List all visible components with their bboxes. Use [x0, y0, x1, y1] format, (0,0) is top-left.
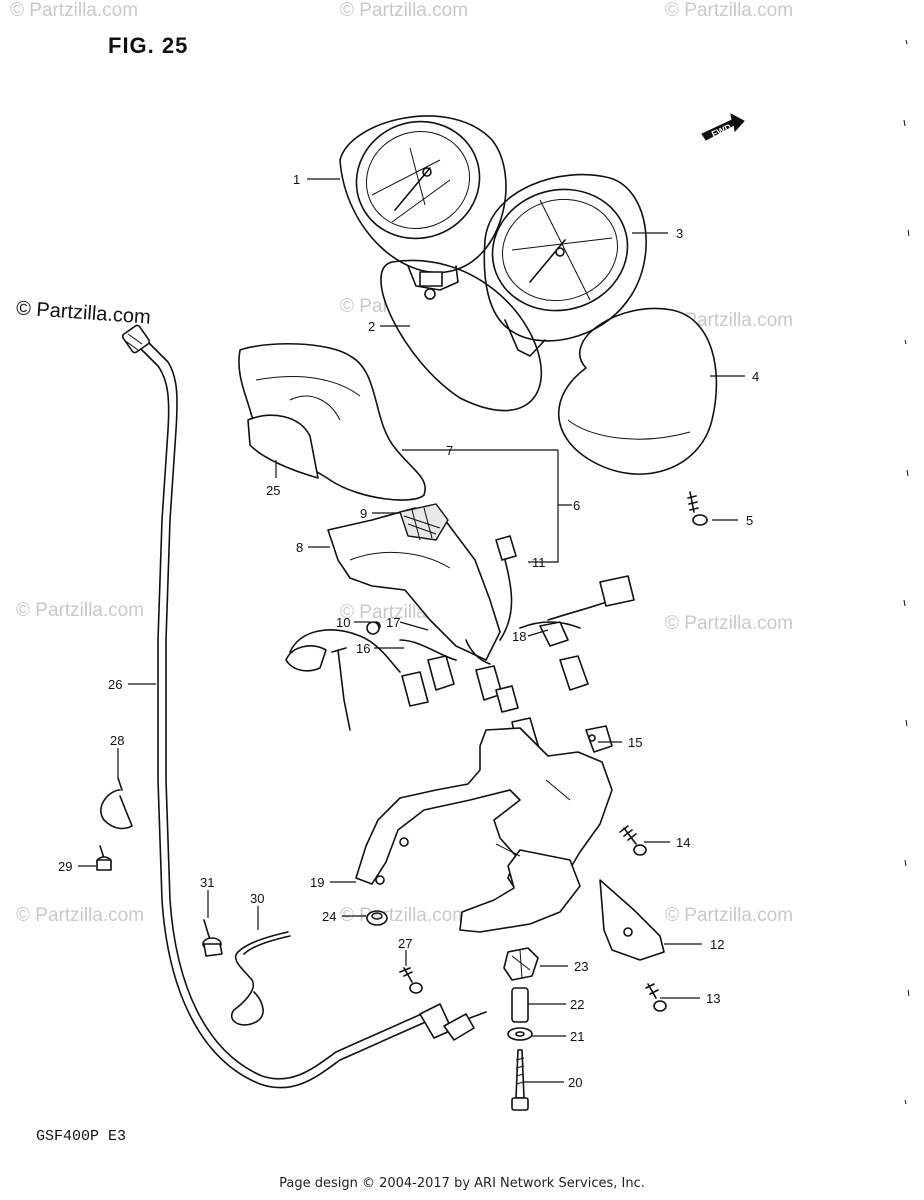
callout-3: 3 [676, 226, 683, 241]
meter-cover [238, 343, 426, 501]
callout-15: 15 [628, 735, 642, 750]
speedometer-cable [121, 324, 487, 1089]
page-footer: Page design © 2004-2017 by ARI Network S… [279, 1176, 645, 1191]
tachometer-gauge [339, 115, 543, 412]
screw-13 [645, 983, 667, 1012]
mount-hardware-stack [366, 910, 539, 1111]
screw-14 [619, 825, 647, 856]
callout-28: 28 [110, 733, 124, 748]
callout-8: 8 [296, 540, 303, 555]
callout-5: 5 [746, 513, 753, 528]
callout-22: 22 [570, 997, 584, 1012]
fwd-label: FWD [710, 122, 733, 140]
callout-13: 13 [706, 991, 720, 1006]
callout-4: 4 [752, 369, 759, 384]
wiring-harness [285, 535, 635, 759]
scan-edge-marks [903, 39, 910, 1105]
meter-bracket [355, 725, 665, 961]
callout-30: 30 [250, 891, 264, 906]
screw-5 [687, 491, 708, 526]
watermark: © Partzilla.com [16, 600, 145, 621]
callout-20: 20 [568, 1075, 582, 1090]
callout-23: 23 [574, 959, 588, 974]
speedometer-gauge [483, 173, 718, 475]
screw-29 [96, 845, 112, 871]
callout-26: 26 [108, 677, 122, 692]
callout-16: 16 [356, 641, 370, 656]
model-code: GSF400P E3 [36, 1128, 127, 1145]
callout-7: 7 [446, 443, 453, 458]
bolt-31 [202, 919, 223, 957]
callout-27: 27 [398, 936, 412, 951]
callout-19: 19 [310, 875, 324, 890]
callout-29: 29 [58, 859, 72, 874]
watermark: © Partzilla.com [16, 905, 145, 926]
callout-12: 12 [710, 937, 724, 952]
callout-9: 9 [360, 506, 367, 521]
watermark: © Partzilla.com [10, 0, 139, 21]
callout-21: 21 [570, 1029, 584, 1044]
callout-24: 24 [322, 909, 336, 924]
callout-leaders [78, 178, 745, 1083]
callout-14: 14 [676, 835, 690, 850]
screw-27 [399, 967, 423, 994]
watermark: © Partzilla.com [665, 905, 794, 926]
watermark: © Partzilla.com [340, 0, 469, 21]
callout-25: 25 [266, 483, 280, 498]
callout-31: 31 [200, 875, 214, 890]
callout-numbers: 1 2 3 4 5 6 7 8 9 10 11 12 13 14 15 16 1… [58, 172, 759, 1090]
meter-base-plate [327, 503, 501, 661]
clamp-30 [231, 931, 291, 1026]
callout-11: 11 [532, 555, 546, 570]
callout-2: 2 [368, 319, 375, 334]
callout-10: 10 [336, 615, 350, 630]
figure-title: FIG. 25 [108, 33, 189, 58]
watermark: © Partzilla.com [665, 613, 794, 634]
watermark: © Partzilla.com [665, 0, 794, 21]
clip-28 [100, 777, 133, 830]
fwd-arrow: FWD [701, 113, 745, 141]
callout-18: 18 [512, 629, 526, 644]
callout-17: 17 [386, 615, 400, 630]
callout-6: 6 [573, 498, 580, 513]
callout-1: 1 [293, 172, 300, 187]
